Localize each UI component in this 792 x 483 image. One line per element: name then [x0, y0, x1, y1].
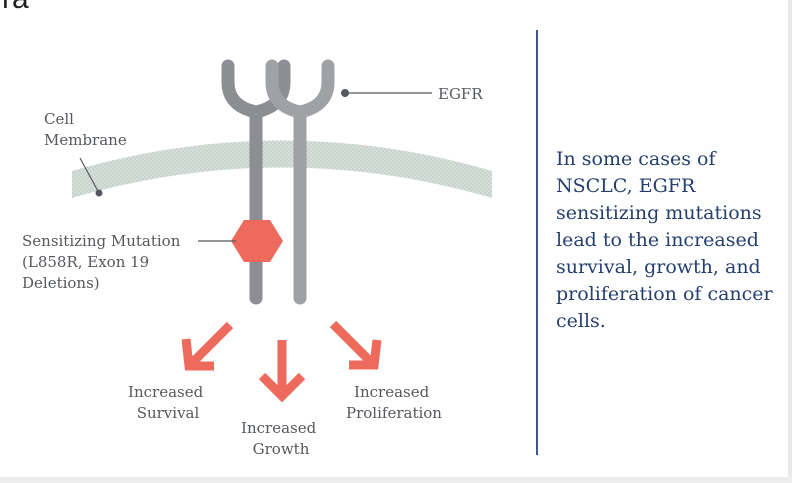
egfr-receptor	[221, 59, 335, 305]
description-text: In some cases of NSCLC, EGFR sensitizing…	[556, 148, 773, 332]
cell-membrane	[72, 140, 492, 198]
proliferation-label: Increased Proliferation	[346, 383, 442, 422]
vertical-divider	[536, 30, 538, 455]
survival-label: Increased Survival	[128, 383, 208, 422]
growth-arrow	[258, 340, 306, 403]
corner-text: ra	[2, 0, 29, 14]
cell-membrane-label: Cell Membrane	[44, 110, 127, 149]
receptor-right	[265, 59, 335, 305]
mutation-hexagon	[231, 220, 283, 262]
growth-label: Increased Growth	[241, 419, 321, 458]
page-edge-bottom	[0, 477, 792, 483]
egfr-label: EGFR	[438, 85, 483, 103]
page-edge-right	[788, 0, 792, 483]
mutation-label: Sensitizing Mutation (L858R, Exon 19 Del…	[22, 232, 185, 292]
membrane-pointer-dot	[95, 189, 103, 197]
membrane-leader-line	[79, 157, 100, 194]
proliferation-arrow	[329, 320, 382, 370]
survival-arrow	[181, 321, 234, 371]
